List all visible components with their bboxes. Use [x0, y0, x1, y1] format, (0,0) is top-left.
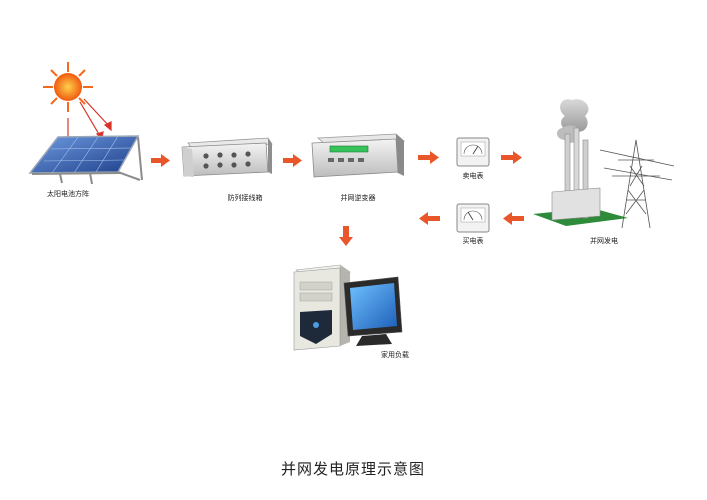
- label-household-load: 家用负载: [381, 351, 409, 359]
- label-sell-meter: 卖电表: [462, 172, 484, 180]
- label-buy-meter: 买电表: [462, 237, 484, 245]
- household-load-computer: [293, 264, 403, 351]
- combiner-box: [181, 137, 273, 177]
- grid-inverter: [311, 133, 406, 178]
- power-grid-plant: [533, 99, 675, 229]
- label-inverter: 并网逆变器: [340, 194, 376, 202]
- arrow-down-icon: [339, 226, 353, 246]
- arrow-right-icon: [283, 154, 302, 167]
- arrow-right-icon: [151, 154, 170, 167]
- arrow-left-icon: [419, 212, 440, 225]
- arrow-right-icon: [501, 151, 522, 164]
- label-solar-panel: 太阳电池方阵: [47, 190, 89, 198]
- sell-meter-icon: [456, 137, 490, 167]
- diagram-title: 并网发电原理示意图: [280, 460, 426, 478]
- arrow-left-icon: [503, 212, 524, 225]
- flow-arrows: [151, 151, 524, 246]
- label-grid: 并网发电: [590, 237, 618, 245]
- buy-meter-icon: [456, 203, 490, 233]
- arrow-right-icon: [418, 151, 439, 164]
- solar-panel-array: [28, 135, 143, 185]
- label-combiner-box: 防列接线箱: [227, 194, 263, 202]
- sun-icon: [43, 62, 93, 112]
